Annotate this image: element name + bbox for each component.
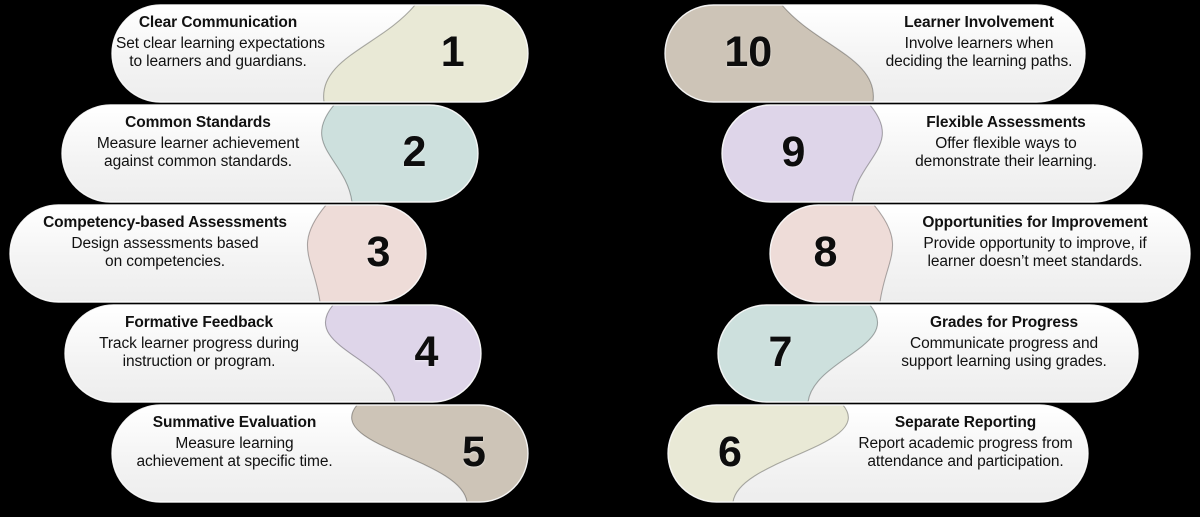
step-shape: [111, 4, 529, 103]
step-shape: [664, 4, 1086, 103]
step-shape: [64, 304, 482, 403]
step-shape: [667, 404, 1089, 503]
step-shape: [61, 104, 479, 203]
step-shape: [769, 204, 1191, 303]
step-shape: [717, 304, 1139, 403]
step-shape: [9, 204, 427, 303]
step-shape: [721, 104, 1143, 203]
step-shape: [111, 404, 529, 503]
